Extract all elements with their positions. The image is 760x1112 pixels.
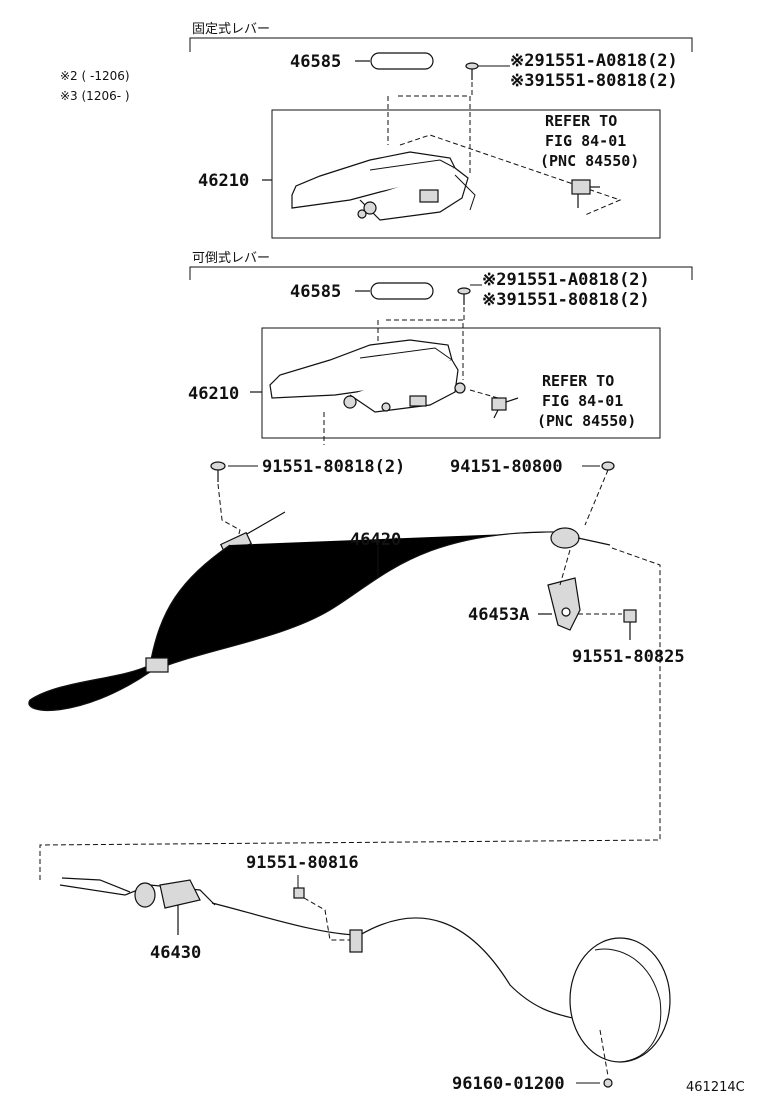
label-bolt-a-bot: ※291551-A0818(2): [482, 270, 650, 290]
refer-top-line1: REFER TO: [545, 112, 617, 130]
parking-brake-lever-top: [291, 151, 476, 221]
guide-bracket: [559, 549, 571, 586]
lever-cover-46585-bot: [370, 282, 434, 300]
label-46585-bot: 46585: [290, 282, 341, 302]
refer-bot-line3: (PNC 84550): [537, 412, 636, 430]
lever-cover-46585-top: [370, 52, 434, 70]
front-cable-46420: [28, 511, 611, 712]
brake-drum: [569, 937, 671, 1063]
guide-bolt-clamp: [303, 897, 352, 941]
parking-brake-lever-bot: [269, 339, 466, 413]
label-bolt-bracket: 91551-80825: [572, 647, 685, 667]
label-46585-top: 46585: [290, 52, 341, 72]
label-nut-cable-right: 94151-80800: [450, 457, 563, 477]
guide-nut-right: [584, 469, 609, 526]
bolt-icon-bracket: [623, 609, 637, 640]
label-clip-drum: 96160-01200: [452, 1074, 565, 1094]
figure-id: 461214C: [686, 1080, 745, 1095]
section-fixed-bracket: [189, 37, 693, 52]
bolt-icon-cable-left: [210, 461, 226, 482]
switch-icon-top: [571, 179, 600, 208]
rear-cable-46430: [59, 877, 621, 1031]
label-46430: 46430: [150, 943, 201, 963]
switch-icon-bot: [491, 397, 519, 419]
bolt-icon-bot: [457, 287, 471, 305]
section-folding-title: 可倒式レバー: [192, 251, 270, 266]
label-46210-bot: 46210: [188, 384, 239, 404]
label-bolt-b-bot: ※391551-80818(2): [482, 290, 650, 310]
bracket-46453a: [547, 577, 581, 631]
note-3: ※3 (1206- ): [60, 89, 130, 103]
guide-bot-dashed: [377, 319, 464, 380]
refer-guide-bot: [469, 389, 506, 401]
bolt-icon-clamp: [293, 887, 305, 899]
label-bolt-cable-left: 91551-80818(2): [262, 457, 405, 477]
label-46453a: 46453A: [468, 605, 529, 625]
note-2: ※2 ( -1206): [60, 69, 130, 83]
section-fixed-title: 固定式レバー: [192, 22, 270, 37]
label-bolt-b-top: ※391551-80818(2): [510, 71, 678, 91]
clip-icon: [603, 1078, 613, 1088]
refer-top-line2: FIG 84-01: [545, 132, 626, 150]
guide-bolt-left: [217, 483, 241, 546]
label-bolt-a-top: ※291551-A0818(2): [510, 51, 678, 71]
refer-bot-line1: REFER TO: [542, 372, 614, 390]
refer-guide-top: [399, 134, 622, 216]
label-46210-top: 46210: [198, 171, 249, 191]
guide-cable-to-rear: [39, 547, 661, 880]
section-folding-bracket: [189, 266, 693, 280]
refer-bot-line2: FIG 84-01: [542, 392, 623, 410]
refer-top-line3: (PNC 84550): [540, 152, 639, 170]
lever-box-bot: [261, 327, 661, 439]
bolt-icon-top: [465, 62, 479, 80]
lever-box-top: [271, 109, 661, 239]
label-46420: 46420: [350, 530, 401, 550]
nut-icon-cable-right: [601, 461, 615, 471]
label-bolt-clamp: 91551-80816: [246, 853, 359, 873]
